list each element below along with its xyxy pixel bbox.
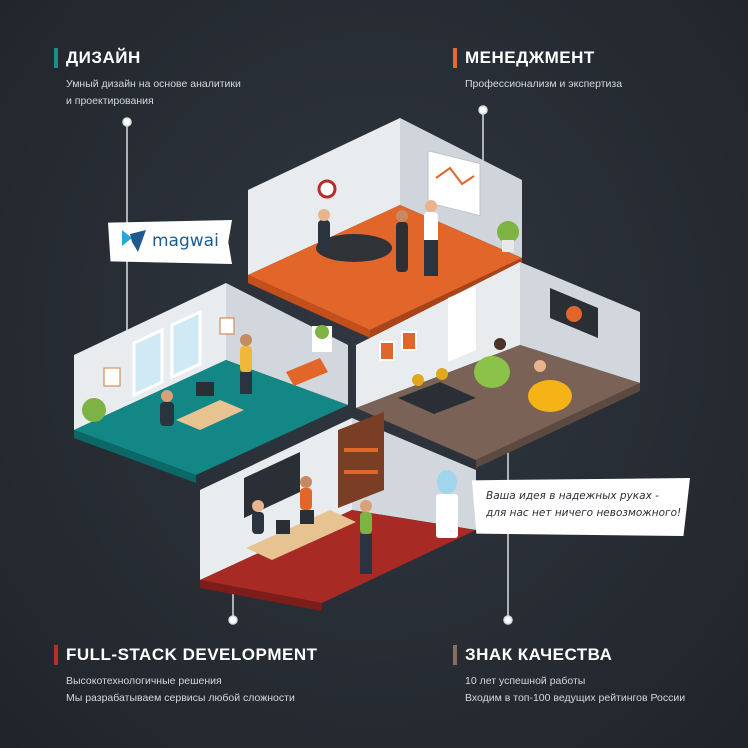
- management-section: МЕНЕДЖМЕНТ Профессионализм и экспертиза: [453, 46, 622, 93]
- management-title: МЕНЕДЖМЕНТ: [465, 48, 595, 67]
- design-line-2: и проектирования: [66, 95, 154, 107]
- quality-section: ЗНАК КАЧЕСТВА 10 лет успешной работы Вхо…: [453, 643, 685, 707]
- brand-name: magwai: [152, 231, 219, 251]
- connector-dot: [503, 615, 513, 625]
- fullstack-line-1: Высокотехнологичные решения: [66, 675, 222, 687]
- design-accent-bar: [54, 48, 58, 68]
- brand-logo-icon: [122, 230, 146, 252]
- development-room: [200, 412, 476, 611]
- design-section: ДИЗАЙН Умный дизайн на основе аналитики …: [54, 46, 241, 110]
- quality-accent-bar: [453, 645, 457, 665]
- callout-line-2: для нас нет ничего невозможного!: [486, 507, 682, 519]
- fullstack-title: FULL-STACK DEVELOPMENT: [66, 645, 318, 664]
- management-accent-bar: [453, 48, 457, 68]
- design-room: [74, 283, 348, 483]
- connector-dot: [122, 117, 132, 127]
- quality-line-2: Входим в топ-100 ведущих рейтингов Росси…: [465, 692, 686, 704]
- callout-bubble: Ваша идея в надежных руках - для нас нет…: [472, 478, 690, 536]
- fullstack-section: FULL-STACK DEVELOPMENT Высокотехнологичн…: [54, 643, 318, 707]
- connector-dot: [478, 105, 488, 115]
- brand-logo-flag: magwai: [108, 220, 232, 264]
- design-title: ДИЗАЙН: [66, 48, 141, 67]
- quality-line-1: 10 лет успешной работы: [465, 675, 586, 687]
- management-line-1: Профессионализм и экспертиза: [465, 78, 623, 90]
- design-line-1: Умный дизайн на основе аналитики: [66, 78, 241, 90]
- fullstack-line-2: Мы разрабатываем сервисы любой сложности: [66, 692, 295, 704]
- callout-line-1: Ваша идея в надежных руках -: [486, 490, 659, 502]
- fullstack-accent-bar: [54, 645, 58, 665]
- quality-title: ЗНАК КАЧЕСТВА: [465, 645, 613, 664]
- connector-dot: [228, 615, 238, 625]
- management-room: [248, 118, 522, 338]
- lounge-room: [356, 262, 640, 468]
